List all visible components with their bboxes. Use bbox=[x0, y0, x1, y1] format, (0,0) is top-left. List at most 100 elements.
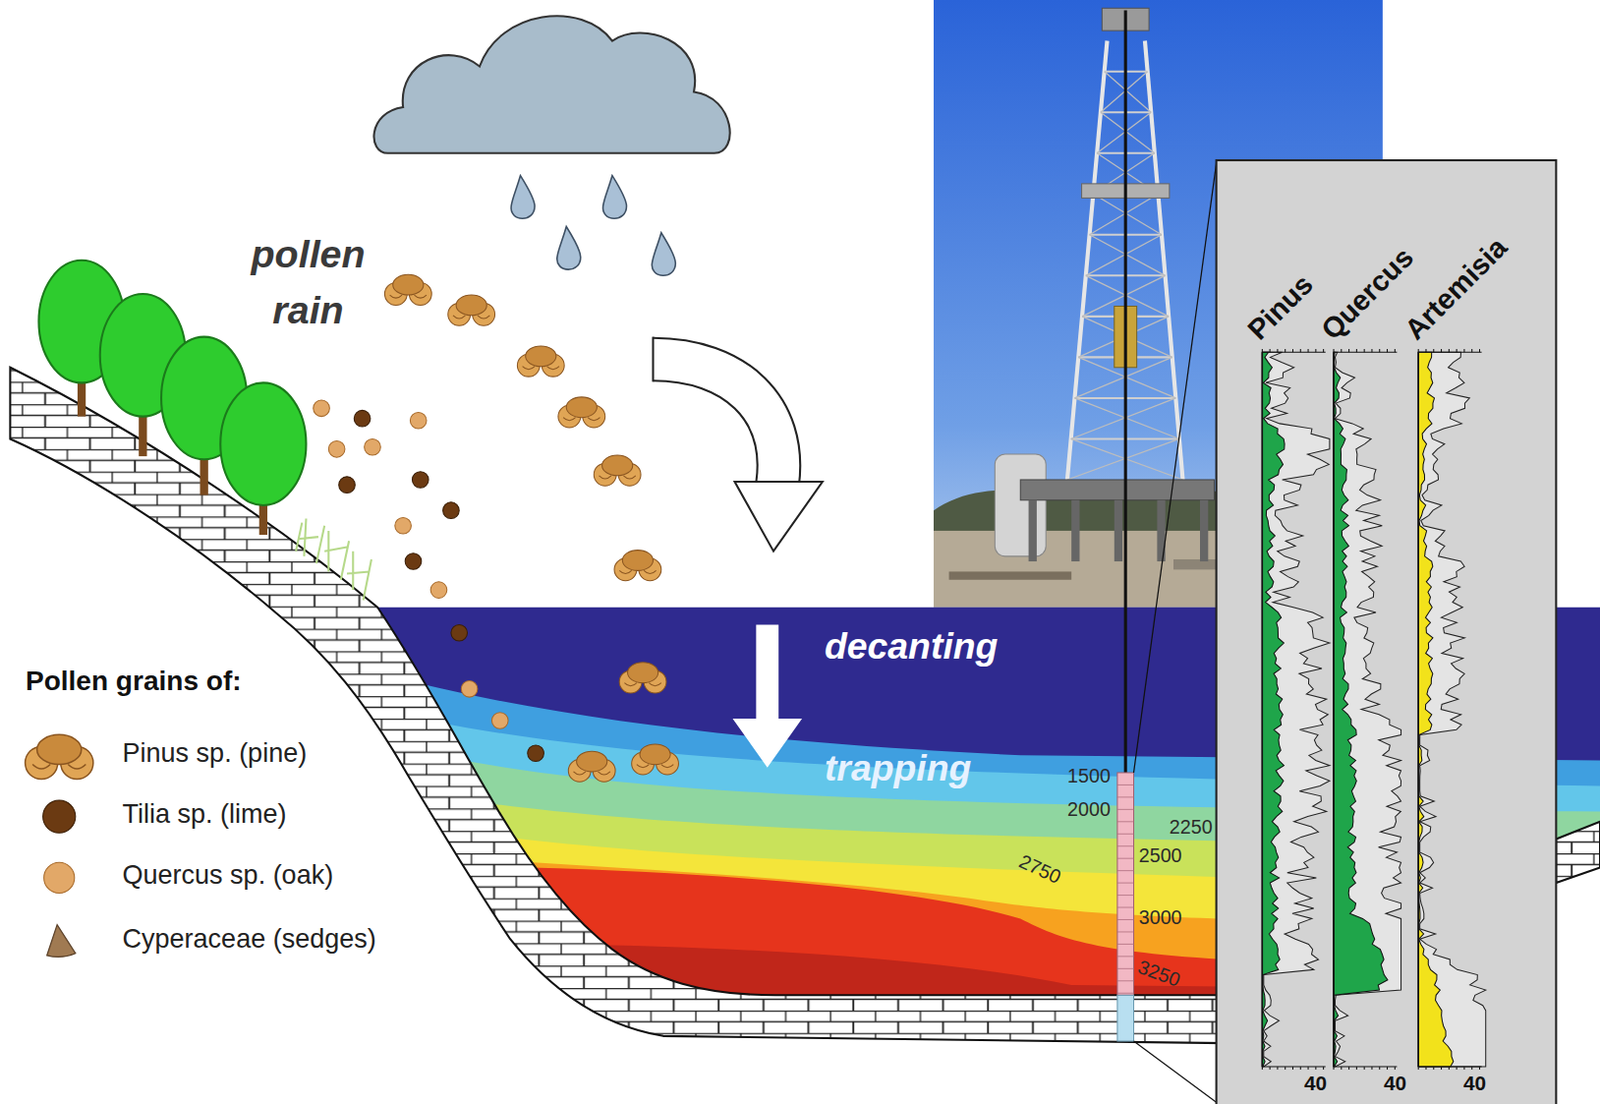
core-tick bbox=[1117, 979, 1135, 981]
legend-label: Tilia sp. (lime) bbox=[122, 799, 287, 830]
pollen-detail bbox=[563, 417, 600, 421]
pine-pollen bbox=[614, 550, 662, 581]
pollen-body bbox=[628, 662, 659, 684]
core-tick bbox=[1117, 907, 1135, 909]
chart-axis bbox=[1417, 351, 1420, 1067]
core-tick bbox=[1117, 992, 1135, 994]
raindrops bbox=[511, 175, 676, 277]
chart-tick bbox=[1322, 348, 1324, 352]
core-tick bbox=[1117, 857, 1135, 859]
sediment-core bbox=[1117, 772, 1135, 995]
core-tick bbox=[1117, 882, 1135, 884]
pollen-detail bbox=[522, 366, 560, 370]
caption-label: pollen rain bbox=[226, 226, 390, 339]
pollen-detail bbox=[32, 763, 86, 769]
axis-value: 40 bbox=[1383, 1071, 1407, 1095]
oak-pollen bbox=[328, 441, 345, 458]
settling-arrow bbox=[732, 624, 802, 767]
pine-pollen bbox=[516, 345, 565, 377]
oak-pollen bbox=[313, 400, 331, 417]
chart-tick bbox=[1300, 348, 1302, 352]
oak-pollen bbox=[409, 411, 427, 429]
chart-tick bbox=[1386, 348, 1388, 352]
bedrock-rim bbox=[1555, 821, 1600, 883]
pollen-grains bbox=[313, 274, 680, 782]
chart-tick bbox=[1479, 1066, 1481, 1070]
chart-tick bbox=[1371, 1066, 1372, 1070]
core-tick bbox=[1117, 869, 1135, 871]
chart-tick bbox=[1284, 348, 1286, 352]
legend-label: Pinus sp. (pine) bbox=[122, 738, 308, 769]
core-tick bbox=[1117, 845, 1135, 847]
core-tick bbox=[1117, 894, 1135, 896]
core-tick bbox=[1117, 820, 1135, 822]
chart-tick bbox=[1432, 348, 1434, 352]
pollen-curve bbox=[1418, 351, 1454, 1067]
chart-tick bbox=[1418, 348, 1420, 352]
tower-brace bbox=[1085, 234, 1162, 277]
core-tick bbox=[1117, 784, 1135, 786]
pine-pollen bbox=[619, 662, 667, 693]
legend-label: Cyperaceae (sedges) bbox=[122, 923, 377, 955]
curved-arrow-end bbox=[651, 337, 654, 383]
pollen-body bbox=[456, 294, 487, 316]
chart-tick bbox=[1440, 348, 1442, 352]
chart-tick bbox=[1418, 1066, 1420, 1070]
pollen-body bbox=[393, 274, 424, 295]
rig-support bbox=[1071, 500, 1080, 562]
pollen-body bbox=[639, 743, 671, 765]
rig-support bbox=[1114, 500, 1123, 562]
tower-brace bbox=[1092, 193, 1162, 235]
pollen-body bbox=[566, 397, 597, 418]
chart-tick bbox=[1463, 1066, 1465, 1070]
oak-pollen bbox=[430, 581, 448, 599]
raindrop bbox=[602, 175, 627, 220]
lime-pollen bbox=[411, 471, 429, 489]
zoom-line bbox=[1134, 163, 1217, 773]
pine-pollen bbox=[568, 750, 616, 782]
chart-tick bbox=[1479, 348, 1481, 352]
tower-brace bbox=[1067, 438, 1180, 480]
raindrop bbox=[557, 226, 581, 270]
pollen-detail bbox=[619, 570, 656, 573]
pollen-diagram-panel bbox=[1216, 160, 1557, 1104]
lime-pollen bbox=[451, 624, 468, 641]
chart-tick bbox=[1386, 1066, 1388, 1070]
lime-pollen bbox=[527, 744, 545, 762]
lime-pollen bbox=[353, 409, 371, 427]
photo-debris bbox=[949, 571, 1073, 579]
chart-tick bbox=[1332, 348, 1334, 352]
depth-label: 2000 bbox=[1067, 798, 1111, 821]
oak-pollen bbox=[44, 861, 75, 893]
zoom-line bbox=[1134, 1040, 1217, 1102]
pollen-detail bbox=[390, 294, 427, 298]
chart-tick bbox=[1340, 1066, 1342, 1070]
tower-leg bbox=[1066, 41, 1108, 491]
pine-pollen bbox=[384, 274, 432, 305]
pollen-body bbox=[37, 734, 82, 764]
pollen-detail bbox=[624, 683, 661, 686]
tower-brace bbox=[1100, 112, 1155, 154]
exaggeration-curve bbox=[1333, 351, 1402, 1067]
depth-label: 2500 bbox=[1139, 845, 1183, 868]
chart-tick bbox=[1356, 348, 1358, 352]
sedge-pollen bbox=[47, 924, 76, 958]
oak-pollen bbox=[460, 681, 478, 698]
core-tick bbox=[1117, 808, 1135, 810]
pollen-detail bbox=[598, 475, 635, 479]
chart-tick bbox=[1356, 1066, 1358, 1070]
chart-tick bbox=[1471, 1066, 1473, 1070]
tower-leg bbox=[1144, 41, 1184, 491]
chart-tick bbox=[1448, 1066, 1450, 1070]
chart-tick bbox=[1340, 348, 1342, 352]
pollen-body bbox=[602, 455, 633, 476]
caption-label: trapping bbox=[824, 746, 972, 790]
pollen-detail bbox=[453, 315, 490, 319]
core-tick bbox=[1117, 796, 1135, 798]
chart-tick bbox=[1269, 1066, 1271, 1070]
pollen-body bbox=[622, 550, 653, 572]
depth-label: 1500 bbox=[1067, 765, 1111, 789]
chart-tick bbox=[1276, 348, 1278, 352]
pollen-curves bbox=[1261, 348, 1486, 1070]
